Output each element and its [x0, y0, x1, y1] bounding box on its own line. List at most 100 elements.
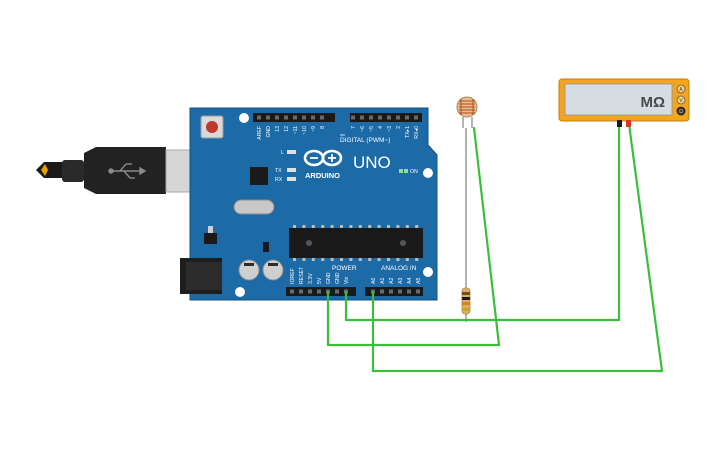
multimeter[interactable]: MΩ A V Ω: [558, 78, 690, 127]
mode-ohm-label: Ω: [679, 109, 683, 115]
probe-terminal-black[interactable]: [617, 120, 622, 127]
digital-pin[interactable]: [293, 115, 297, 120]
power-pin[interactable]: [317, 289, 321, 294]
digital-pin[interactable]: [387, 115, 391, 120]
atmega328-chip: [289, 228, 423, 258]
analog-header-label: ANALOG IN: [381, 265, 417, 272]
multimeter-unit-text: MΩ: [640, 94, 665, 111]
analog-header: [365, 287, 423, 296]
digital-header-label: DIGITAL (PWM~): [340, 137, 390, 144]
pin-label: RX◂0: [414, 126, 420, 139]
digital-pin[interactable]: [275, 115, 279, 120]
photoresistor[interactable]: [456, 96, 478, 128]
voltage-regulator: [204, 233, 217, 244]
arduino-logo-text: ARDUINO: [305, 171, 340, 180]
pin-label: 4: [378, 126, 384, 129]
pin-label: A1: [380, 278, 386, 284]
digital-pin[interactable]: [351, 115, 355, 120]
digital-pin[interactable]: [257, 115, 261, 120]
pin-label: GND: [335, 272, 341, 284]
usb-strain-relief: [62, 160, 84, 182]
digital-pin[interactable]: [311, 115, 315, 120]
digital-pin[interactable]: [360, 115, 364, 120]
mounting-hole: [423, 267, 433, 277]
led-tx-label: TX: [275, 168, 282, 174]
usb-plug-metal: [165, 149, 195, 193]
digital-pin[interactable]: [369, 115, 373, 120]
usb-controller-chip: [250, 167, 268, 185]
probe-terminal-red[interactable]: [626, 120, 631, 127]
analog-pin[interactable]: [407, 289, 411, 294]
mode-ohm-button[interactable]: Ω: [676, 106, 686, 116]
digital-pin[interactable]: [266, 115, 270, 120]
led-l-label: L: [281, 150, 284, 156]
analog-pin[interactable]: [416, 289, 420, 294]
mode-v-button[interactable]: V: [676, 95, 686, 105]
arduino-infinity-logo: [303, 149, 343, 167]
pin-label: GND: [266, 126, 272, 138]
pin-label: ~11: [293, 126, 299, 135]
pin-label: ~3: [387, 126, 393, 132]
wire-gnd-to-meter[interactable]: [344, 122, 621, 322]
pin-label: 5V: [317, 277, 323, 284]
wire-a0-to-meter[interactable]: [371, 122, 664, 373]
power-pin[interactable]: [335, 289, 339, 294]
digital-pin[interactable]: [414, 115, 418, 120]
reset-button[interactable]: [200, 115, 224, 139]
pin-label: ~10: [302, 126, 308, 135]
pin-label: 2: [396, 126, 402, 129]
on-led-label: ON: [410, 169, 418, 175]
digital-pin[interactable]: [284, 115, 288, 120]
usb-cable[interactable]: [36, 147, 195, 194]
board-model-label: UNO: [353, 153, 391, 172]
mounting-hole: [423, 168, 433, 178]
crystal-oscillator: [233, 199, 275, 215]
resistor[interactable]: [461, 128, 471, 322]
pin-label: A5: [416, 278, 422, 284]
analog-pin[interactable]: [389, 289, 393, 294]
pin-label: ~5: [369, 126, 375, 132]
on-led: [399, 169, 403, 173]
capacitor: [262, 259, 284, 281]
digital-pin[interactable]: [320, 115, 324, 120]
mode-v-label: V: [679, 98, 683, 104]
digital-header-right: [350, 113, 422, 122]
mode-a-button[interactable]: A: [676, 84, 686, 94]
digital-pin[interactable]: [396, 115, 400, 120]
usb-symbol-icon: [108, 163, 147, 179]
power-pin[interactable]: [299, 289, 303, 294]
mode-a-label: A: [679, 87, 683, 93]
analog-pin[interactable]: [380, 289, 384, 294]
pin-label: 3.3V: [308, 273, 314, 284]
power-pin[interactable]: [290, 289, 294, 294]
digital-pin[interactable]: [378, 115, 382, 120]
multimeter-display: [564, 83, 673, 116]
led-rx: [287, 177, 296, 181]
pin-label: ~9: [311, 126, 317, 132]
pin-label: A4: [407, 278, 413, 284]
led-l: [287, 150, 296, 154]
mounting-hole: [235, 287, 245, 297]
mounting-hole: [239, 113, 249, 123]
capacitor: [238, 259, 260, 281]
analog-pin[interactable]: [398, 289, 402, 294]
pin-label: IOREF: [290, 268, 296, 284]
pin-label: 12: [284, 126, 290, 132]
pin-label: AREF: [257, 126, 263, 140]
usb-bolt-icon: [41, 164, 48, 176]
wire-5v-to-photoresistor[interactable]: [326, 126, 501, 347]
power-jack: [180, 258, 222, 294]
pin-label: 8: [320, 126, 326, 129]
pin-label: 13: [275, 126, 281, 132]
pin-label: ~6: [360, 126, 366, 132]
pin-label: 7: [351, 126, 357, 129]
pin-label: A3: [398, 278, 404, 284]
digital-pin[interactable]: [302, 115, 306, 120]
led-rx-label: RX: [275, 177, 283, 183]
power-pin[interactable]: [308, 289, 312, 294]
digital-pin[interactable]: [405, 115, 409, 120]
